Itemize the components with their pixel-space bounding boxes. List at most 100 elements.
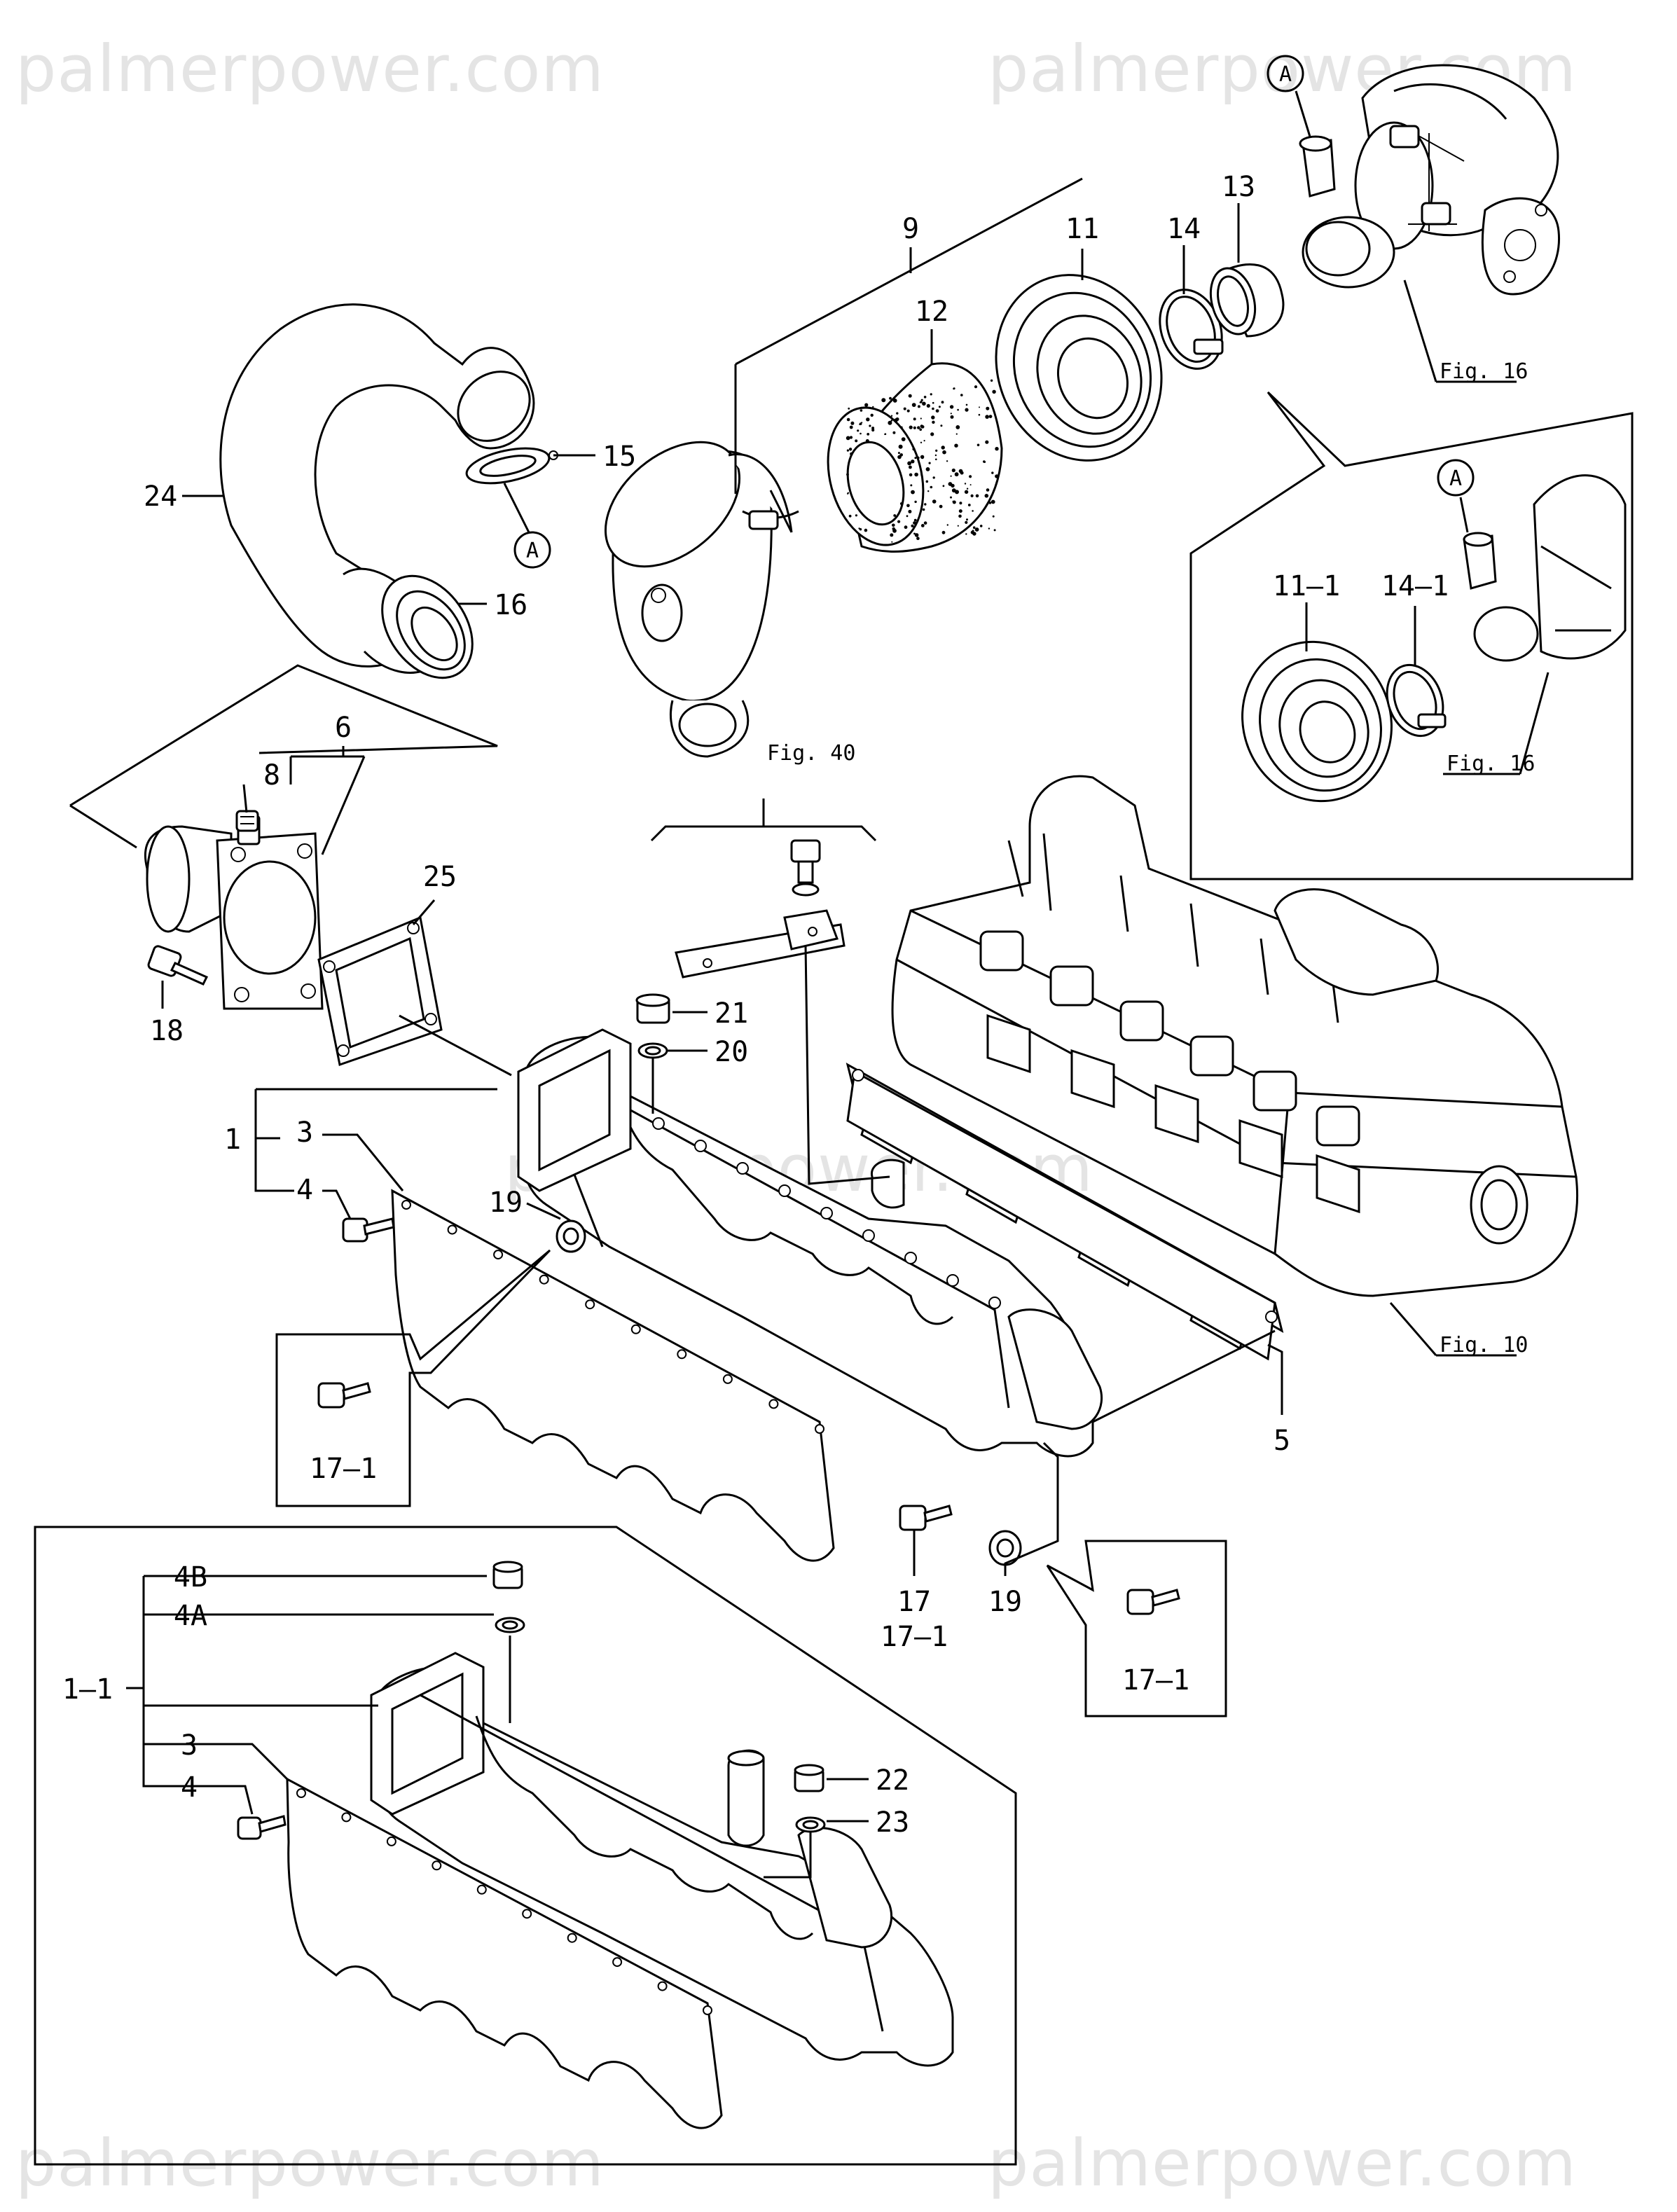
texture-speck [860,432,862,435]
texture-speck [984,461,986,463]
texture-speck [923,440,925,442]
bolt-hole [585,1299,595,1310]
texture-speck [891,541,893,543]
texture-speck [920,473,923,476]
texture-speck [960,394,963,396]
texture-speck [941,445,945,450]
bolt-hole [432,1860,442,1871]
watermark-bottom-right: palmerpower.com [988,2126,1577,2201]
leader-lines [69,90,1550,1879]
texture-speck [966,488,969,490]
gasket-20-drawing [637,1042,668,1059]
texture-speck [938,406,941,408]
callout-20: 20 [715,1036,748,1068]
texture-speck [965,533,967,535]
texture-speck [908,509,912,513]
bracket-drawing [675,839,846,979]
callout-3: 3 [296,1117,313,1149]
callout-5: 5 [1274,1425,1290,1457]
bolt-4-drawing [342,1217,395,1243]
callout-25: 25 [423,861,457,893]
texture-speck [870,413,874,417]
bolt-hole [946,1274,959,1287]
texture-speck [932,407,934,410]
callout-4A: 4A [174,1600,207,1632]
texture-speck [935,449,938,452]
texture-speck [954,472,959,477]
turbocharger-drawing [1299,64,1561,296]
texture-speck [892,431,896,434]
texture-speck [988,502,992,504]
callout-17-1-below-17: 17–1 [881,1621,948,1653]
nut-19-lower-drawing [988,1530,1022,1566]
texture-speck [916,537,920,540]
texture-speck [890,420,893,422]
texture-speck [974,385,978,389]
texture-speck [920,399,923,401]
callout-4-lower: 4 [181,1771,198,1804]
texture-speck [979,525,983,527]
texture-speck [846,449,849,452]
texture-speck [910,484,913,487]
bolt-hole [296,1788,306,1798]
texture-speck [850,421,855,425]
texture-speck [950,475,952,477]
texture-speck [889,396,892,400]
texture-speck [904,525,908,530]
texture-speck [911,459,915,464]
texture-speck [949,405,954,409]
bolt-hole [657,1981,668,1991]
texture-speck [911,403,916,407]
texture-speck [919,428,922,431]
callout-8: 8 [263,759,280,792]
callout-16: 16 [494,589,527,621]
plug-21-drawing [635,993,670,1024]
texture-speck [924,503,927,506]
texture-speck [871,427,875,430]
cylinder-head-drawing [891,775,1578,1297]
callout-23: 23 [876,1806,909,1839]
texture-speck [864,403,869,407]
texture-speck [881,398,886,403]
texture-speck [986,488,990,492]
callout-19-lower: 19 [988,1586,1022,1618]
watermark-top-left: palmerpower.com [15,32,605,106]
texture-speck [931,415,935,420]
callout-17-1-right-inset: 17–1 [1122,1664,1189,1696]
texture-speck [957,408,959,411]
bolt-hole [401,1200,411,1210]
texture-speck [860,409,863,412]
texture-speck [884,433,887,435]
bolt-4-lower-drawing [237,1815,287,1840]
precleaner-texture [846,379,999,543]
texture-speck [917,426,920,429]
fig-ref-16-inset: Fig. 16 [1447,752,1535,776]
texture-speck [890,415,893,417]
ref-mark-a-left: A [513,531,551,569]
texture-speck [991,499,995,504]
texture-speck [907,461,911,466]
texture-speck [940,424,943,427]
turbo-inset [1189,391,1634,880]
callout-3-lower: 3 [181,1729,198,1762]
manifold-1-1-drawing [370,1652,954,2067]
texture-speck [942,485,945,488]
texture-speck [960,471,964,475]
texture-speck [900,426,903,429]
callout-17-1-left-inset: 17–1 [310,1453,377,1485]
bolt-hole [612,1957,623,1968]
texture-speck [972,526,976,529]
bolt-hole [988,1297,1001,1309]
texture-speck [899,453,903,457]
plug-8-drawing [235,810,259,832]
intake-pipe-drawing [219,303,535,679]
air-cleaner-cover-drawing [995,274,1163,462]
texture-speck [909,425,913,429]
texture-speck [911,490,915,495]
exhaust-manifold-drawing [517,1028,1103,1458]
callout-14-1: 14–1 [1381,570,1449,602]
texture-speck [925,480,929,483]
texture-speck [871,428,875,432]
texture-speck [955,490,959,495]
